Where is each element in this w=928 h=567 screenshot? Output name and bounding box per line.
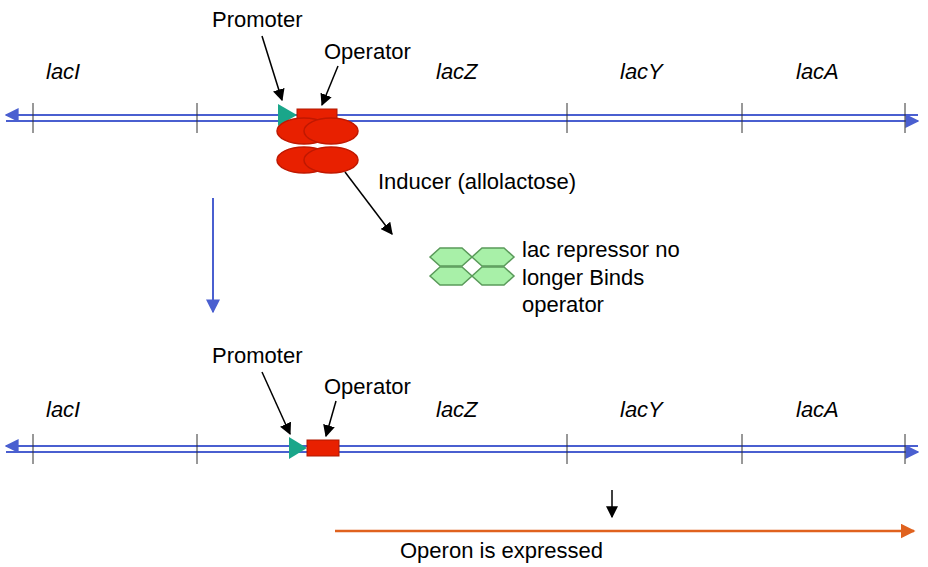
gene-name: lacZ (436, 396, 478, 424)
gene-name: lacY (620, 58, 663, 86)
leader-line (322, 66, 338, 105)
gene-name: lacZ (436, 58, 478, 86)
leader-line (262, 36, 282, 100)
gene-name: lacI (46, 58, 80, 86)
gene-name: lacA (796, 396, 839, 424)
gene-name: lacA (796, 58, 839, 86)
repressor-tetramer (277, 118, 358, 173)
note-text: lac repressor no longer Binds operator (522, 236, 732, 319)
promoter-label: Promoter (212, 342, 302, 370)
gene-name: lacY (620, 396, 663, 424)
gene-name: lacI (46, 396, 80, 424)
dna-strand (6, 434, 918, 464)
operator-label: Operator (324, 373, 411, 401)
promoter-label: Promoter (212, 6, 302, 34)
result-label: Operon is expressed (400, 537, 603, 565)
process-arrow (212, 198, 214, 312)
promoter-triangle (289, 437, 307, 459)
dna-strand (6, 103, 918, 133)
operator-box (307, 440, 339, 456)
inducer-label: Inducer (allolactose) (378, 168, 576, 196)
down-arrow (611, 490, 613, 517)
transcript-arrow (335, 530, 914, 533)
operator-label: Operator (324, 38, 411, 66)
leader-line (262, 372, 290, 434)
leader-line (326, 401, 336, 436)
inactive-repressor (430, 248, 514, 285)
